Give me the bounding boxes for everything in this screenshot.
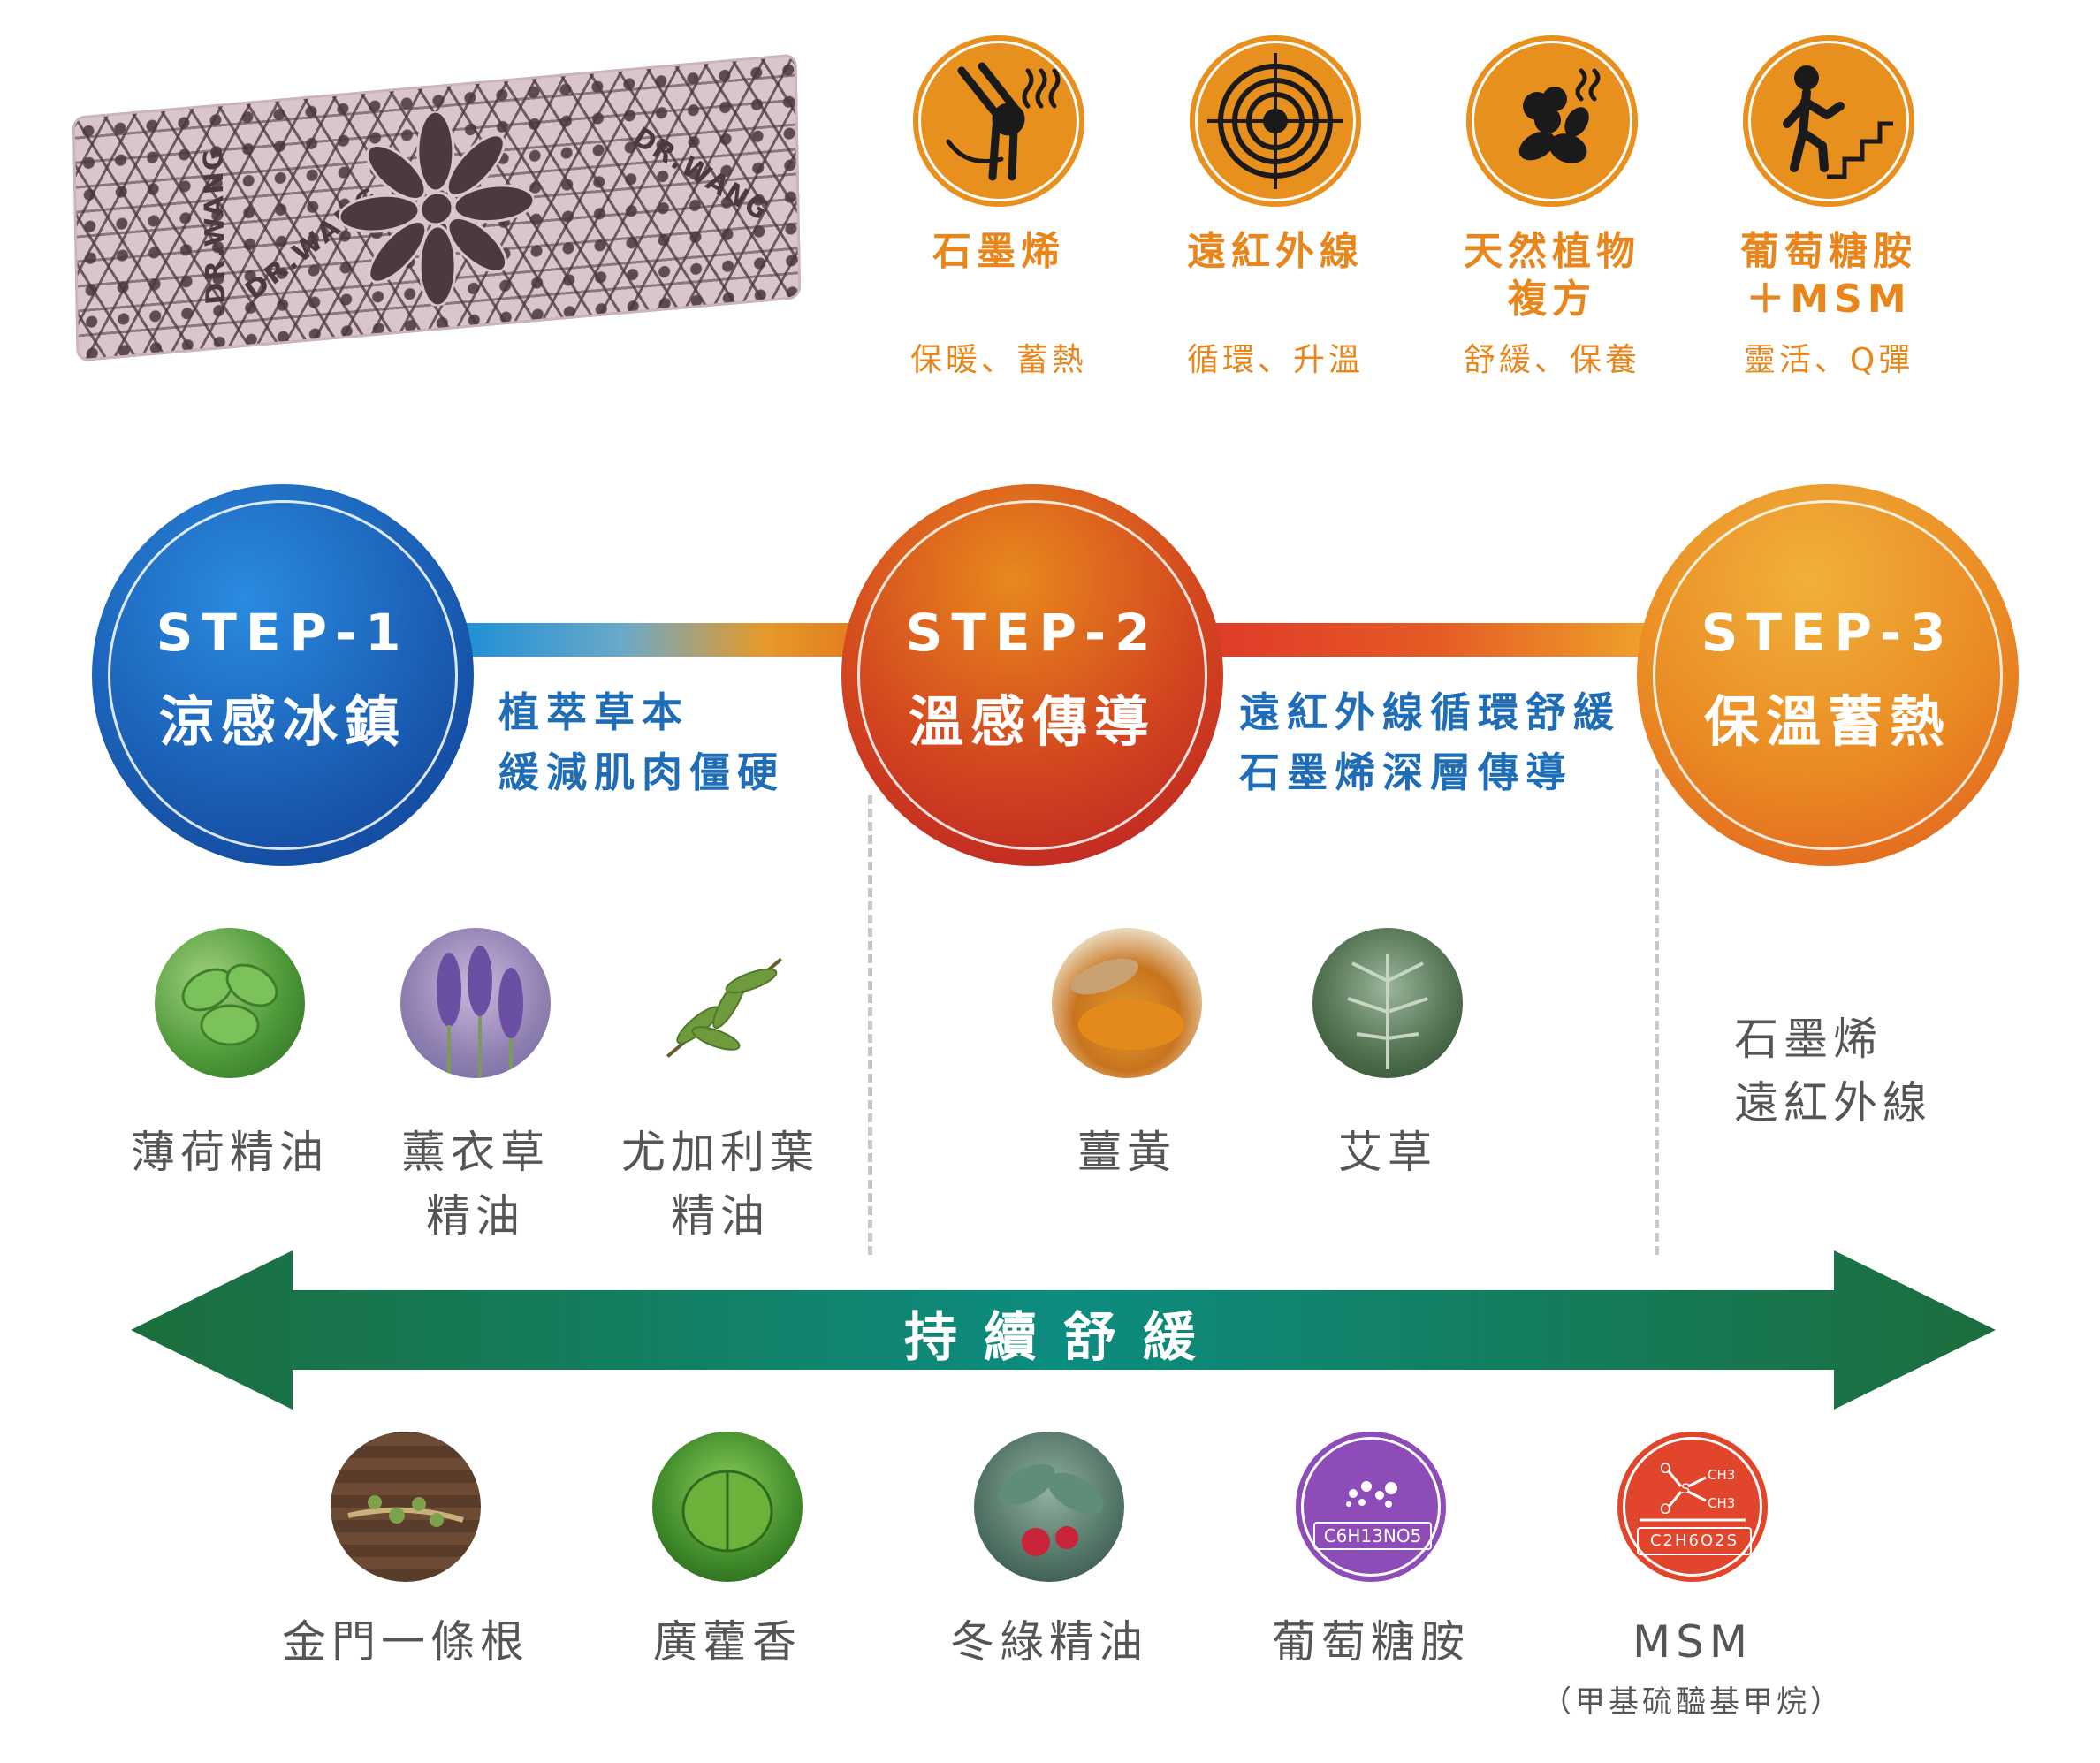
feature-title: 葡萄糖胺 ＋MSM <box>1699 228 1959 323</box>
ingredient-label: 葡萄糖胺 <box>1272 1616 1470 1668</box>
arrow-label: 持續舒緩 <box>904 1307 1222 1369</box>
description-line: 遠紅外線循環舒緩 <box>1239 688 1621 736</box>
herbs-icon <box>1466 35 1638 207</box>
step-name: 涼感冰鎮 <box>158 689 407 754</box>
dashed-divider <box>868 795 872 1255</box>
step-ring <box>108 500 458 850</box>
target-icon <box>1190 35 1361 207</box>
molecule-atom: S <box>1681 1480 1691 1497</box>
molecule-atom: O <box>1660 1501 1671 1517</box>
step-label: STEP-2 <box>905 603 1160 663</box>
ingredient-label: 廣藿香 <box>653 1616 802 1668</box>
description-line: 緩減肌肉僵硬 <box>498 749 785 796</box>
description-line: 石墨烯深層傳導 <box>1239 749 1573 796</box>
ingredient-label: 薑黃 <box>1012 1121 1242 1184</box>
step-1-circle: STEP-1 涼感冰鎮 <box>92 484 474 866</box>
eucalyptus-image <box>645 928 795 1078</box>
stairs-climber-icon <box>1743 35 1914 207</box>
double-arrow-icon <box>131 1250 1996 1410</box>
ingredient-label: 薄荷精油 <box>115 1121 345 1184</box>
ingredient-label: 薰衣草 精油 <box>361 1121 590 1248</box>
description-line: 植萃草本 <box>498 688 689 736</box>
material-line: 遠紅外線 <box>1734 1077 1932 1128</box>
msm-formula-icon: O S O CH3 CH3 C2H6O2S <box>1617 1432 1768 1582</box>
step-ring <box>857 500 1207 850</box>
feature-subtitle: 保暖、蓄熱 <box>909 342 1087 378</box>
patchouli-image <box>652 1432 803 1582</box>
ingredient-label: 尤加利葉 精油 <box>601 1121 840 1248</box>
ingredient-label: 金門一條根 <box>282 1616 529 1668</box>
brand-text: DR.WANG <box>198 145 232 307</box>
step-3-circle: STEP-3 保溫蓄熱 <box>1637 484 2019 866</box>
ingredient-line: 尤加利葉 <box>621 1127 819 1178</box>
flower-pattern-icon <box>338 110 536 308</box>
lavender-image <box>400 928 551 1078</box>
step-name: 保溫蓄熱 <box>1703 689 1952 754</box>
molecule-atom: O <box>1660 1460 1671 1477</box>
formula-label: C6H13NO5 <box>1313 1522 1432 1550</box>
brand-text: DR.WANG <box>627 121 775 228</box>
product-wrap-image: DR.WANG DR.WANG DR.WANG <box>72 53 802 362</box>
turmeric-image <box>1052 928 1202 1078</box>
connector-bar <box>460 623 866 657</box>
msm-note: （甲基硫醯基甲烷） <box>1541 1684 1844 1720</box>
ingredient-label: 冬綠精油 <box>950 1616 1148 1668</box>
feature-subtitle: 靈活、Q彈 <box>1743 342 1914 378</box>
step-1-description: 植萃草本 緩減肌肉僵硬 <box>498 682 834 802</box>
molecule-atom: CH3 <box>1708 1495 1736 1511</box>
step-2-circle: STEP-2 溫感傳導 <box>841 484 1223 866</box>
step-label: STEP-3 <box>1701 603 1955 663</box>
mugwort-image <box>1312 928 1463 1078</box>
step-2-description: 遠紅外線循環舒緩 石墨烯深層傳導 <box>1239 682 1646 802</box>
ingredient-line: 精油 <box>426 1190 525 1242</box>
feature-title-line: ＋MSM <box>1746 277 1912 322</box>
ingredient-line: 艾草 <box>1338 1127 1437 1178</box>
feature-title: 天然植物 複方 <box>1422 228 1682 323</box>
feature-title: 遠紅外線 <box>1145 228 1405 276</box>
feature-subtitle: 循環、升溫 <box>1186 342 1364 378</box>
ingredient-line: 薰衣草 <box>401 1127 550 1178</box>
ingredient-line: 精油 <box>671 1190 770 1242</box>
feature-title-line: 葡萄糖胺 <box>1740 229 1917 274</box>
ingredient-line: 薑黃 <box>1077 1127 1176 1178</box>
feature-title-line: 複方 <box>1508 277 1596 322</box>
formula-label: C2H6O2S <box>1637 1527 1752 1555</box>
step-3-materials: 石墨烯 遠紅外線 <box>1734 1007 1999 1135</box>
mint-image <box>155 928 305 1078</box>
feature-title: 石墨烯 <box>869 228 1129 276</box>
feature-title-line: 遠紅外線 <box>1187 229 1364 274</box>
wintergreen-image <box>974 1432 1124 1582</box>
feature-title-line: 石墨烯 <box>932 229 1065 274</box>
feature-subtitle: 舒緩、保養 <box>1463 342 1640 378</box>
molecule-atom: CH3 <box>1708 1467 1736 1483</box>
step-name: 溫感傳導 <box>908 689 1156 754</box>
dashed-divider <box>1655 769 1659 1255</box>
glucosamine-formula-icon: C6H13NO5 <box>1296 1432 1446 1582</box>
step-label: STEP-1 <box>156 603 410 663</box>
ingredient-label: MSM <box>1632 1616 1754 1668</box>
ingredient-label: 艾草 <box>1273 1121 1503 1184</box>
connector-bar <box>1211 623 1653 657</box>
step-ring <box>1653 500 2003 850</box>
kinmen-root-image <box>331 1432 481 1582</box>
knee-heat-icon <box>913 35 1084 207</box>
feature-title-line: 天然植物 <box>1464 229 1640 274</box>
material-line: 石墨烯 <box>1734 1014 1883 1065</box>
ingredient-line: 薄荷精油 <box>131 1127 329 1178</box>
